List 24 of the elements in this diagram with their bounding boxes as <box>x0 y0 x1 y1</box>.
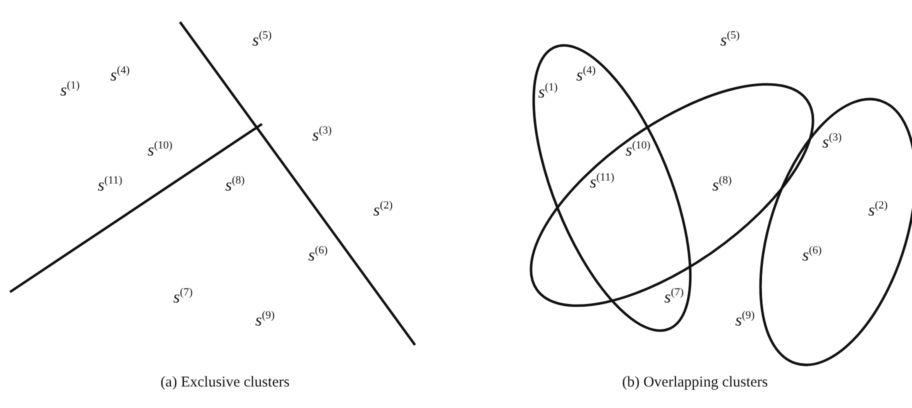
point-label: s$^{(6)}$ <box>802 244 822 266</box>
point-label: s$^{(11)}$ <box>590 172 614 192</box>
point-label: s$^{(10)}$ <box>626 140 650 160</box>
point-label: s$^{(9)}$ <box>255 310 275 330</box>
point-label: s$^{(5)}$ <box>252 30 272 50</box>
point-label: s$^{(3)}$ <box>312 124 332 146</box>
point-label: s$^{(5)}$ <box>720 30 740 50</box>
point-label: s$^{(9)}$ <box>735 310 755 330</box>
point-label: s$^{(4)}$ <box>110 64 130 86</box>
point-label: s$^{(8)}$ <box>712 174 732 196</box>
point-label: s$^{(1)}$ <box>538 82 558 102</box>
point-label: s$^{(8)}$ <box>225 174 245 196</box>
point-label: s$^{(2)}$ <box>868 200 888 220</box>
figure-caption: (a) Exclusive clusters <box>160 374 290 392</box>
point-label: s$^{(11)}$ <box>98 174 122 196</box>
figure-caption: (b) Overlapping clusters <box>622 374 768 392</box>
point-label: s$^{(1)}$ <box>60 80 80 100</box>
point-label: s$^{(3)}$ <box>822 132 842 152</box>
point-label: s$^{(4)}$ <box>576 64 596 86</box>
point-label: s$^{(2)}$ <box>373 200 393 220</box>
point-label: s$^{(7)}$ <box>173 286 193 308</box>
point-label: s$^{(7)}$ <box>664 286 684 308</box>
point-label: s$^{(6)}$ <box>308 244 328 266</box>
point-label: s$^{(10)}$ <box>148 140 172 160</box>
